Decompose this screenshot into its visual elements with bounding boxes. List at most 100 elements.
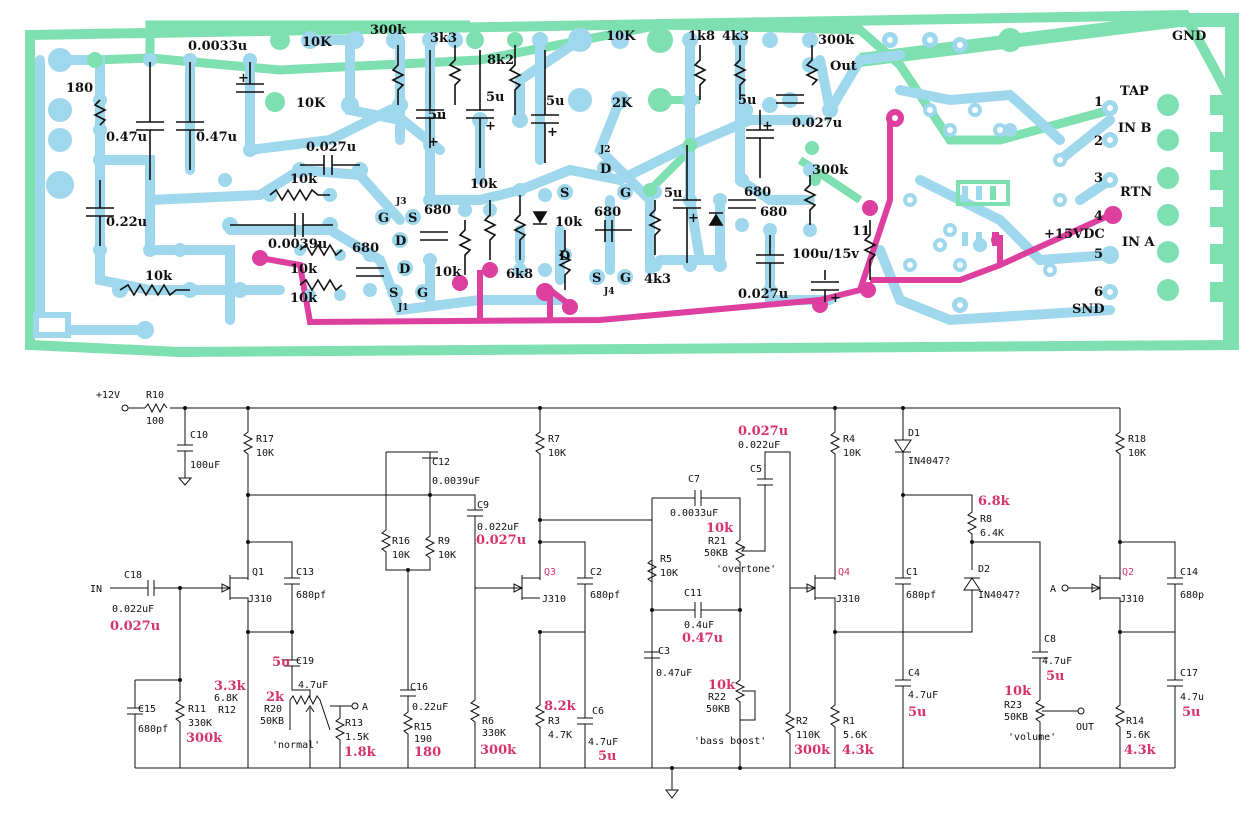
value-label: 0.47u <box>106 130 147 145</box>
measured-value: 300k <box>186 731 223 746</box>
part-ref: R22 <box>708 692 726 703</box>
power-pads <box>252 109 1122 315</box>
part-value: J310 <box>248 594 272 605</box>
pin-letter: G <box>620 186 631 201</box>
part-value: 330K <box>482 728 506 739</box>
pin-letter: D <box>600 162 611 177</box>
svg-text:+: + <box>762 119 773 134</box>
svg-text:+: + <box>688 211 699 226</box>
part-value: 0.47uF <box>656 668 692 679</box>
part-value: 4.7uF <box>908 690 938 701</box>
measured-value: 4.3k <box>1124 743 1157 758</box>
jfet-label: J3 <box>395 197 407 207</box>
part-value: 10K <box>438 550 456 561</box>
pad-holes <box>887 37 1113 308</box>
part-value: 0.022uF <box>477 522 519 533</box>
value-label: 300k <box>812 163 849 178</box>
part-ref: C19 <box>296 656 314 667</box>
pin-letter: D <box>399 262 410 277</box>
value-label: 680 <box>760 205 787 220</box>
part-ref: R3 <box>548 716 560 727</box>
part-ref: R6 <box>482 716 494 727</box>
value-label: 4k3 <box>722 29 749 44</box>
measured-value: 0.027u <box>738 424 788 439</box>
value-label: 10k <box>290 291 318 306</box>
signal-traces <box>35 35 1115 335</box>
part-ref: C15 <box>138 704 156 715</box>
svg-text:+: + <box>428 135 439 150</box>
part-value: 0.4uF <box>684 620 714 631</box>
measured-value: 5u <box>272 655 291 670</box>
part-value: 1.5K <box>345 732 369 743</box>
part-value: 190 <box>414 734 432 745</box>
value-label: 10k <box>290 262 318 277</box>
pads <box>46 28 1119 339</box>
control-name: 'volume' <box>1008 732 1056 743</box>
pin-5: 5 <box>1094 247 1103 262</box>
part-value: 4.7uF <box>298 680 328 691</box>
part-ref: R9 <box>438 536 450 547</box>
part-ref: R7 <box>548 434 560 445</box>
part-ref: R12 <box>218 705 236 716</box>
pin-letter: G <box>620 271 631 286</box>
node-label: A <box>362 702 368 713</box>
part-ref: R16 <box>392 536 410 547</box>
junction-dots <box>178 406 1122 770</box>
measured-value: 5u <box>1182 705 1201 720</box>
part-ref: C13 <box>296 567 314 578</box>
measured-value: 5u <box>908 705 927 720</box>
part-value: IN4047? <box>908 456 950 467</box>
part-ref: R17 <box>256 434 274 445</box>
part-ref: Q3 <box>544 567 556 578</box>
value-label: 0.47u <box>196 130 237 145</box>
value-label: 0.0033u <box>188 39 247 54</box>
measured-value: 0.027u <box>476 533 526 548</box>
pcb-polarity-marks: +++++++ <box>238 71 841 306</box>
schematic-wires <box>110 402 1183 799</box>
pin-letter: S <box>389 286 398 301</box>
part-ref: C4 <box>908 668 920 679</box>
part-value: 50KB <box>260 716 284 727</box>
svg-text:+: + <box>238 71 249 86</box>
part-ref: R18 <box>1128 434 1146 445</box>
part-ref: R2 <box>796 716 808 727</box>
measured-value: 10k <box>708 678 736 693</box>
part-ref: C7 <box>688 474 700 485</box>
out-label: Out <box>830 59 857 74</box>
part-ref: R4 <box>843 434 855 445</box>
part-value: 50KB <box>704 548 728 559</box>
value-label: 10k <box>145 269 173 284</box>
in-a-label: IN A <box>1122 235 1155 250</box>
value-label: 5u <box>738 93 757 108</box>
measured-value: 4.3k <box>842 743 875 758</box>
svg-text:+: + <box>830 291 841 306</box>
value-label: 4k3 <box>644 272 671 287</box>
part-ref: C2 <box>590 567 602 578</box>
value-label: 5u <box>486 90 505 105</box>
part-ref: Q1 <box>252 567 264 578</box>
part-ref: R10 <box>146 390 164 401</box>
part-ref: R8 <box>980 514 992 525</box>
in-b-label: IN B <box>1118 121 1151 136</box>
pin-3: 3 <box>1094 171 1103 186</box>
measured-value: 300k <box>480 743 517 758</box>
part-ref: R21 <box>708 536 726 547</box>
tap-label: TAP <box>1120 84 1149 99</box>
measured-value: 8.2k <box>544 699 577 714</box>
part-ref: D2 <box>978 564 990 575</box>
part-value: 4.7uF <box>588 737 618 748</box>
part-value: 10K <box>256 448 274 459</box>
pin-letter: D <box>559 249 570 264</box>
part-ref: C9 <box>477 500 489 511</box>
value-label: 10k <box>290 172 318 187</box>
measured-value: 300k <box>794 743 831 758</box>
part-value: 10K <box>392 550 410 561</box>
pin-1: 1 <box>1094 95 1103 110</box>
measured-value: 5u <box>1046 669 1065 684</box>
part-value: J310 <box>1120 594 1144 605</box>
value-label: 0.027u <box>792 116 842 131</box>
circuit-schematic: +12V R10 100 C10 100uF R17 10K C12 0.003… <box>90 390 1204 799</box>
value-label: 10K <box>296 96 326 111</box>
measured-value: 3.3k <box>214 679 247 694</box>
